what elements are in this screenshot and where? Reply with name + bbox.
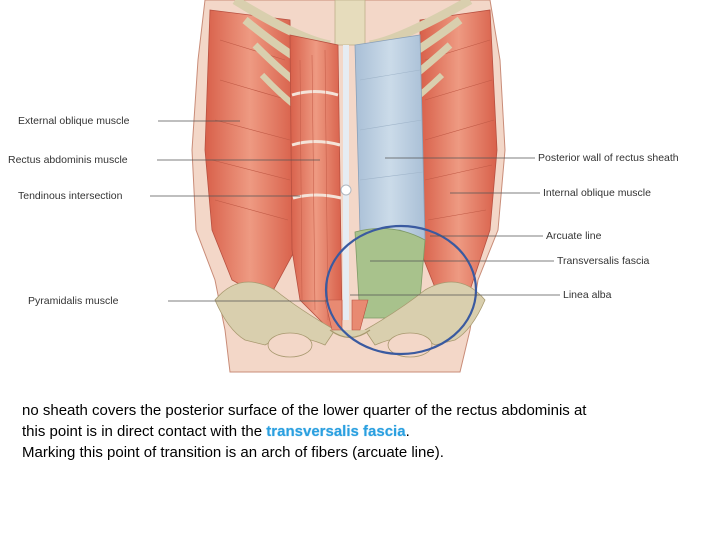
tendinous-intersection-3 xyxy=(292,193,342,200)
label-tendinous-intersection: Tendinous intersection xyxy=(18,190,123,202)
linea-alba xyxy=(340,45,352,320)
tendinous-intersection-1 xyxy=(291,90,339,97)
abdominal-wall-anatomy-illustration: External oblique muscle Rectus abdominis… xyxy=(8,0,679,373)
label-linea-alba: Linea alba xyxy=(563,289,612,301)
rectus-abdominis-muscle xyxy=(289,34,343,331)
label-pyramidalis: Pyramidalis muscle xyxy=(28,295,119,307)
transversalis-fascia-link[interactable]: transversalis fascia xyxy=(266,423,406,440)
posterior-wall-of-rectus-sheath xyxy=(354,34,426,241)
label-rectus-abdominis: Rectus abdominis muscle xyxy=(8,154,128,166)
caption-line-2-end: . xyxy=(405,423,410,440)
leader-lines xyxy=(150,120,560,302)
caption-line-1: no sheath covers the posterior surface o… xyxy=(22,402,587,419)
pelvis xyxy=(214,281,486,358)
label-external-oblique: External oblique muscle xyxy=(18,115,130,127)
highlight-circle xyxy=(324,224,478,356)
label-transversalis-fascia: Transversalis fascia xyxy=(557,255,650,267)
caption-line-3: Marking this point of transition is an a… xyxy=(22,444,444,461)
label-arcuate-line: Arcuate line xyxy=(546,230,602,242)
tendinous-intersection-2 xyxy=(291,140,341,147)
internal-oblique-muscle xyxy=(419,9,498,301)
label-internal-oblique: Internal oblique muscle xyxy=(543,187,651,199)
caption: no sheath covers the posterior surface o… xyxy=(22,400,702,463)
umbilicus xyxy=(340,184,352,196)
caption-line-2-start: this point is in direct contact with the xyxy=(22,423,267,440)
label-posterior-wall: Posterior wall of rectus sheath xyxy=(538,152,679,164)
